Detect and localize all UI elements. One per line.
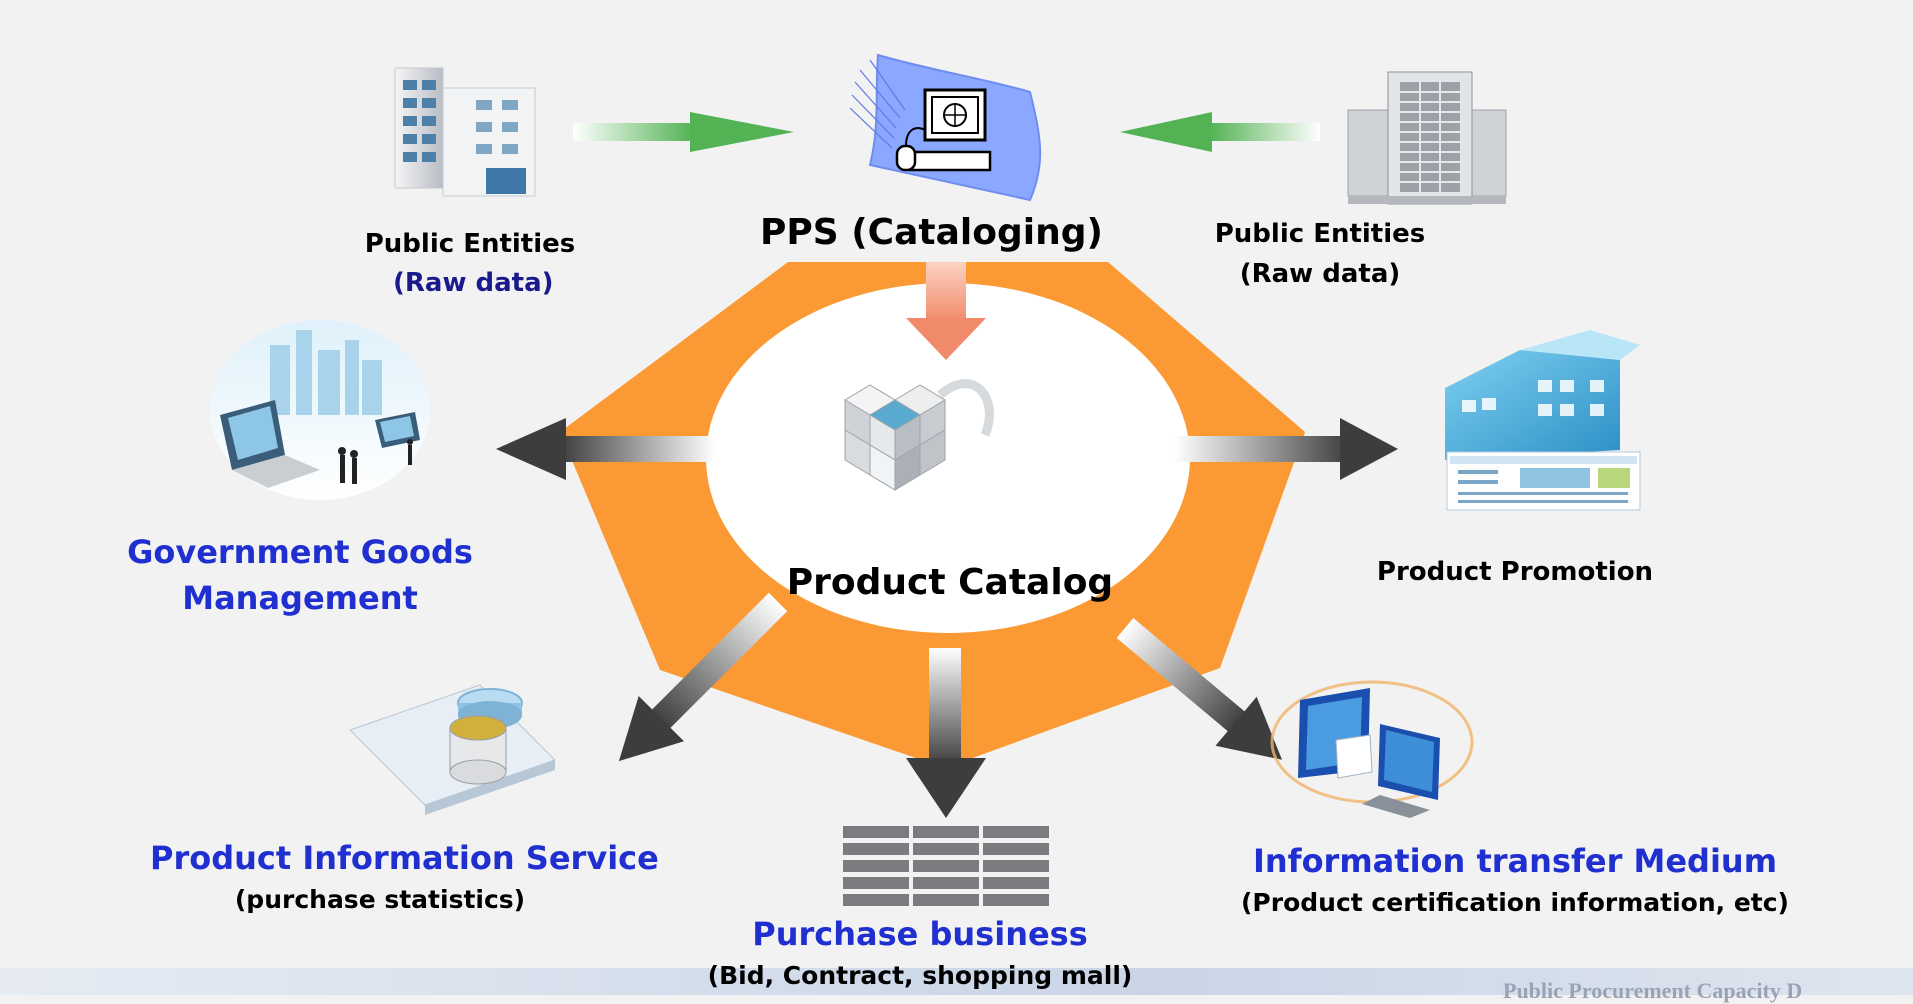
info-transfer-sub: (Product certification information, etc) bbox=[1241, 888, 1789, 917]
table-grid-icon bbox=[843, 826, 1049, 906]
skyscraper-icon bbox=[1347, 71, 1507, 205]
catalog-center-ellipse bbox=[706, 283, 1190, 633]
footer-text: Public Procurement Capacity D bbox=[1503, 978, 1803, 1003]
product-catalog-title: Product Catalog bbox=[786, 562, 1114, 603]
public-entities-left-sub: (Raw data) bbox=[393, 268, 554, 298]
office-building-icon bbox=[394, 67, 536, 197]
arrow-pps-to-catalog bbox=[906, 262, 986, 360]
product-info-service-sub: (purchase statistics) bbox=[234, 885, 526, 914]
government-goods-line1: Government Goods bbox=[127, 533, 473, 571]
product-info-service-title: Product Information Service bbox=[150, 839, 659, 877]
arrow-left-entity-to-pps bbox=[573, 112, 794, 152]
public-entities-right-sub: (Raw data) bbox=[1239, 259, 1401, 289]
laptop-city-icon bbox=[210, 320, 430, 500]
purchase-business-sub: (Bid, Contract, shopping mall) bbox=[707, 961, 1133, 990]
product-promotion-title: Product Promotion bbox=[1376, 557, 1654, 587]
monitors-exchange-icon bbox=[1270, 680, 1474, 818]
public-entities-right-title: Public Entities bbox=[1214, 219, 1426, 249]
pps-cataloging-label: PPS (Cataloging) bbox=[760, 212, 1103, 253]
database-clipboard-icon bbox=[349, 684, 556, 815]
arrow-right-entity-to-pps bbox=[1120, 112, 1320, 152]
arrow-to-info-transfer bbox=[1116, 618, 1283, 760]
building-website-icon bbox=[1445, 330, 1641, 511]
info-transfer-title: Information transfer Medium bbox=[1252, 842, 1778, 880]
arrow-to-product-info-service bbox=[618, 592, 788, 762]
arrow-to-product-promotion bbox=[1175, 418, 1398, 480]
footer-bar bbox=[0, 968, 1913, 995]
public-entities-left-title: Public Entities bbox=[364, 229, 576, 259]
purchase-business-title: Purchase business bbox=[752, 915, 1088, 953]
government-goods-line2: Management bbox=[182, 579, 418, 617]
cube-grid-icon bbox=[844, 379, 994, 491]
arrow-to-purchase-business bbox=[906, 648, 986, 818]
computer-terminal-icon bbox=[849, 53, 1042, 202]
arrow-to-government-goods bbox=[496, 418, 715, 480]
